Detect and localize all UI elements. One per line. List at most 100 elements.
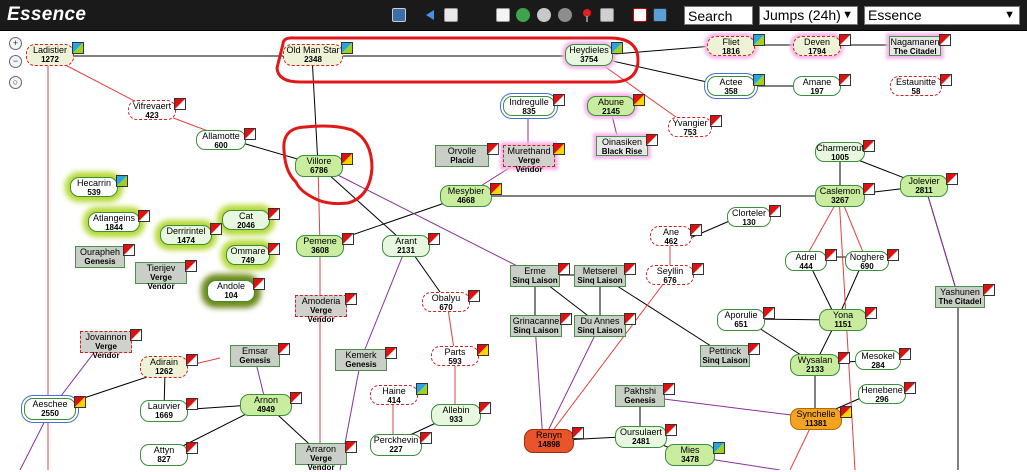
sovereignty-flag-icon[interactable]	[753, 74, 765, 86]
calendar-icon[interactable]	[444, 8, 458, 22]
location-pin-icon[interactable]	[580, 8, 594, 22]
sovereignty-flag-icon[interactable]	[558, 263, 570, 275]
sovereignty-flag-icon[interactable]	[633, 94, 645, 106]
sovereignty-flag-icon[interactable]	[713, 442, 725, 454]
sovereignty-flag-icon[interactable]	[341, 42, 353, 54]
sovereignty-flag-icon[interactable]	[416, 383, 428, 395]
sovereignty-flag-icon[interactable]	[130, 329, 142, 341]
sovereignty-flag-icon[interactable]	[268, 243, 280, 255]
sovereignty-flag-icon[interactable]	[769, 205, 781, 217]
sovereignty-flag-icon[interactable]	[210, 223, 222, 235]
sovereignty-flag-icon[interactable]	[479, 402, 491, 414]
sovereignty-flag-icon[interactable]	[838, 352, 850, 364]
sovereignty-flag-icon[interactable]	[420, 432, 432, 444]
sovereignty-flag-icon[interactable]	[904, 382, 916, 394]
sovereignty-flag-icon[interactable]	[710, 115, 722, 127]
sovereignty-flag-icon[interactable]	[345, 293, 357, 305]
sovereignty-flag-icon[interactable]	[983, 284, 995, 296]
image-icon[interactable]	[653, 8, 667, 22]
region-select[interactable]: Essence▼	[864, 6, 1020, 25]
sovereignty-flag-icon[interactable]	[185, 260, 197, 272]
sovereignty-flag-icon[interactable]	[690, 224, 702, 236]
sovereignty-flag-icon[interactable]	[477, 344, 489, 356]
sovereignty-flag-icon[interactable]	[123, 244, 135, 256]
sovereignty-flag-icon[interactable]	[341, 153, 353, 165]
zoom-out-icon[interactable]: −	[9, 55, 22, 68]
sovereignty-flag-icon[interactable]	[345, 441, 357, 453]
sovereignty-flag-icon[interactable]	[278, 343, 290, 355]
sovereignty-flag-icon[interactable]	[899, 348, 911, 360]
sovereignty-flag-icon[interactable]	[646, 134, 658, 146]
sovereignty-flag-icon[interactable]	[268, 208, 280, 220]
sovereignty-flag-icon[interactable]	[939, 34, 951, 46]
sovereignty-flag-icon[interactable]	[663, 383, 675, 395]
sovereignty-flag-icon[interactable]	[839, 74, 851, 86]
list-icon[interactable]	[496, 8, 510, 22]
sovereignty-flag-icon[interactable]	[186, 442, 198, 454]
sovereignty-flag-icon[interactable]	[940, 74, 952, 86]
sovereignty-flag-icon[interactable]	[863, 183, 875, 195]
moon-icon[interactable]	[537, 8, 551, 22]
sovereignty-flag-icon[interactable]	[468, 290, 480, 302]
sovereignty-flag-icon[interactable]	[560, 313, 572, 325]
sovereignty-flag-icon[interactable]	[763, 307, 775, 319]
sovereignty-flag-icon[interactable]	[72, 42, 84, 54]
search-input[interactable]	[684, 6, 753, 25]
sovereignty-flag-icon[interactable]	[138, 210, 150, 222]
sovereignty-flag-icon[interactable]	[490, 183, 502, 195]
zoom-reset-icon[interactable]: ○	[9, 76, 22, 89]
sovereignty-flag-icon[interactable]	[624, 263, 636, 275]
sovereignty-flag-icon[interactable]	[290, 392, 302, 404]
jumps-select[interactable]: Jumps (24h)▼	[759, 6, 858, 25]
sovereignty-flag-icon[interactable]	[253, 278, 265, 290]
sovereignty-flag-icon[interactable]	[748, 343, 760, 355]
sovereignty-flag-icon[interactable]	[186, 398, 198, 410]
sovereignty-flag-icon[interactable]	[342, 233, 354, 245]
back-arrow-icon[interactable]	[423, 8, 437, 22]
sovereignty-flag-icon[interactable]	[553, 94, 565, 106]
